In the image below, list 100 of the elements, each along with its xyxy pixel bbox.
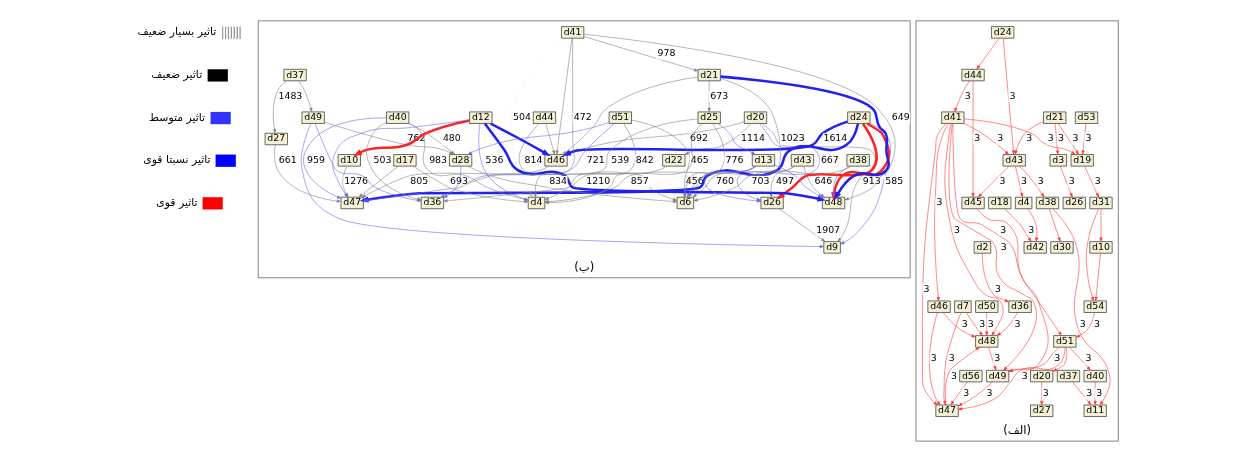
legend-label: تاثیر قوی <box>156 195 198 209</box>
arrow <box>831 165 850 198</box>
node-box: d11 <box>1083 404 1107 417</box>
edge-label: 3 <box>1047 132 1054 144</box>
edge-label: 661 <box>278 153 297 165</box>
node-box: d26 <box>760 196 784 210</box>
node-box: d40 <box>386 111 410 124</box>
edge-label: 472 <box>573 111 592 123</box>
edge-label: 465 <box>690 153 709 165</box>
edge-label: 3 <box>1028 223 1035 235</box>
node-box: d40 <box>1083 369 1107 383</box>
edge-label: 3 <box>974 132 981 144</box>
node-box: d38 <box>1035 196 1060 210</box>
node-box: d44 <box>961 68 985 82</box>
node-box: d3 <box>1049 154 1067 167</box>
arrow <box>1054 123 1060 155</box>
arrow <box>831 122 891 201</box>
node-box: d10 <box>1089 241 1113 254</box>
arrow <box>298 80 313 113</box>
node-box: d27 <box>264 132 288 146</box>
node-box: d51 <box>1053 335 1077 348</box>
node-box: d9 <box>823 241 841 254</box>
arrow <box>966 312 983 336</box>
edge-label: 3 <box>923 282 930 294</box>
arrow <box>1004 208 1032 242</box>
arrow <box>1049 208 1061 242</box>
edge-label: 978 <box>657 47 676 59</box>
node-box: d21 <box>697 68 721 82</box>
node-box: d54 <box>1083 300 1107 313</box>
arrow <box>943 312 962 406</box>
edge-label: 3 <box>1096 386 1103 398</box>
node-box: d2 <box>973 241 992 254</box>
node-box: d37 <box>1056 369 1080 383</box>
node-box: d12 <box>469 111 493 124</box>
legend-label: تاثیر نسبتا قوی <box>143 153 211 167</box>
legend-label: تاثیر بسیار ضعیف <box>137 25 217 39</box>
edge-label: 3 <box>1057 132 1064 144</box>
edge-label: 1614 <box>823 132 848 144</box>
edge-label: 760 <box>716 175 735 187</box>
node-box: d28 <box>449 154 473 167</box>
arrow <box>467 122 610 155</box>
edge-label: 503 <box>373 153 392 165</box>
edge-label: 667 <box>820 153 839 165</box>
edge-label: 3 <box>1094 317 1101 329</box>
node-box: d18 <box>988 196 1012 210</box>
node-box: d43 <box>790 154 815 167</box>
node-box: d46 <box>544 154 568 167</box>
arrow <box>1085 208 1099 302</box>
node-box: d20 <box>743 111 768 124</box>
arrow <box>342 165 349 198</box>
arrow <box>443 165 462 199</box>
arrow <box>490 122 551 157</box>
arrow <box>707 80 711 112</box>
arrow <box>272 80 287 134</box>
node-box: d53 <box>1074 111 1099 124</box>
node-box: d6 <box>676 196 695 210</box>
edge-label: 3 <box>953 223 960 235</box>
edge-label: 3 <box>1054 352 1061 364</box>
node-box: d44 <box>532 111 556 124</box>
node-box: d20 <box>1030 369 1054 383</box>
edge-label: 805 <box>410 175 429 187</box>
arrow <box>1093 381 1097 406</box>
edge-label: 536 <box>485 153 504 165</box>
node-box: d43 <box>1002 154 1026 167</box>
arrow <box>982 253 1009 303</box>
arrow <box>985 312 989 336</box>
node-box: d24 <box>991 26 1015 39</box>
arrow <box>840 123 891 245</box>
node-box: d41 <box>941 111 965 124</box>
node-box: d22 <box>662 154 686 167</box>
arrow <box>684 123 752 155</box>
arrow <box>358 166 399 198</box>
arrow <box>963 123 1009 155</box>
arrow <box>942 312 976 338</box>
edge-label: 692 <box>690 132 708 144</box>
node-box: d56 <box>959 369 983 383</box>
edge-label: 3 <box>1042 386 1049 398</box>
arrow <box>1060 166 1073 198</box>
arrow <box>1040 381 1044 406</box>
arrow <box>950 381 968 406</box>
edge-label: 857 <box>630 175 649 187</box>
edge-label: 3 <box>964 89 971 101</box>
edge-label: 913 <box>862 175 881 187</box>
node-box: d45 <box>961 196 985 210</box>
edge-label: 3 <box>986 386 993 398</box>
edge-label: 3 <box>1094 175 1101 187</box>
edge-label: 721 <box>586 153 605 165</box>
edge-label: 3 <box>1009 89 1016 101</box>
edge-label: 539 <box>611 153 630 165</box>
arrow <box>988 347 997 371</box>
arrow <box>1094 253 1101 302</box>
edge-label: 497 <box>776 175 794 187</box>
node-box: d30 <box>1050 241 1074 254</box>
arrow <box>1099 208 1103 242</box>
edge-label: 3 <box>1037 175 1044 187</box>
edge-label: 3 <box>987 317 994 329</box>
node-box: d37 <box>283 68 307 82</box>
arrow <box>562 76 699 155</box>
node-box: d49 <box>301 111 325 124</box>
arrow <box>971 80 975 198</box>
